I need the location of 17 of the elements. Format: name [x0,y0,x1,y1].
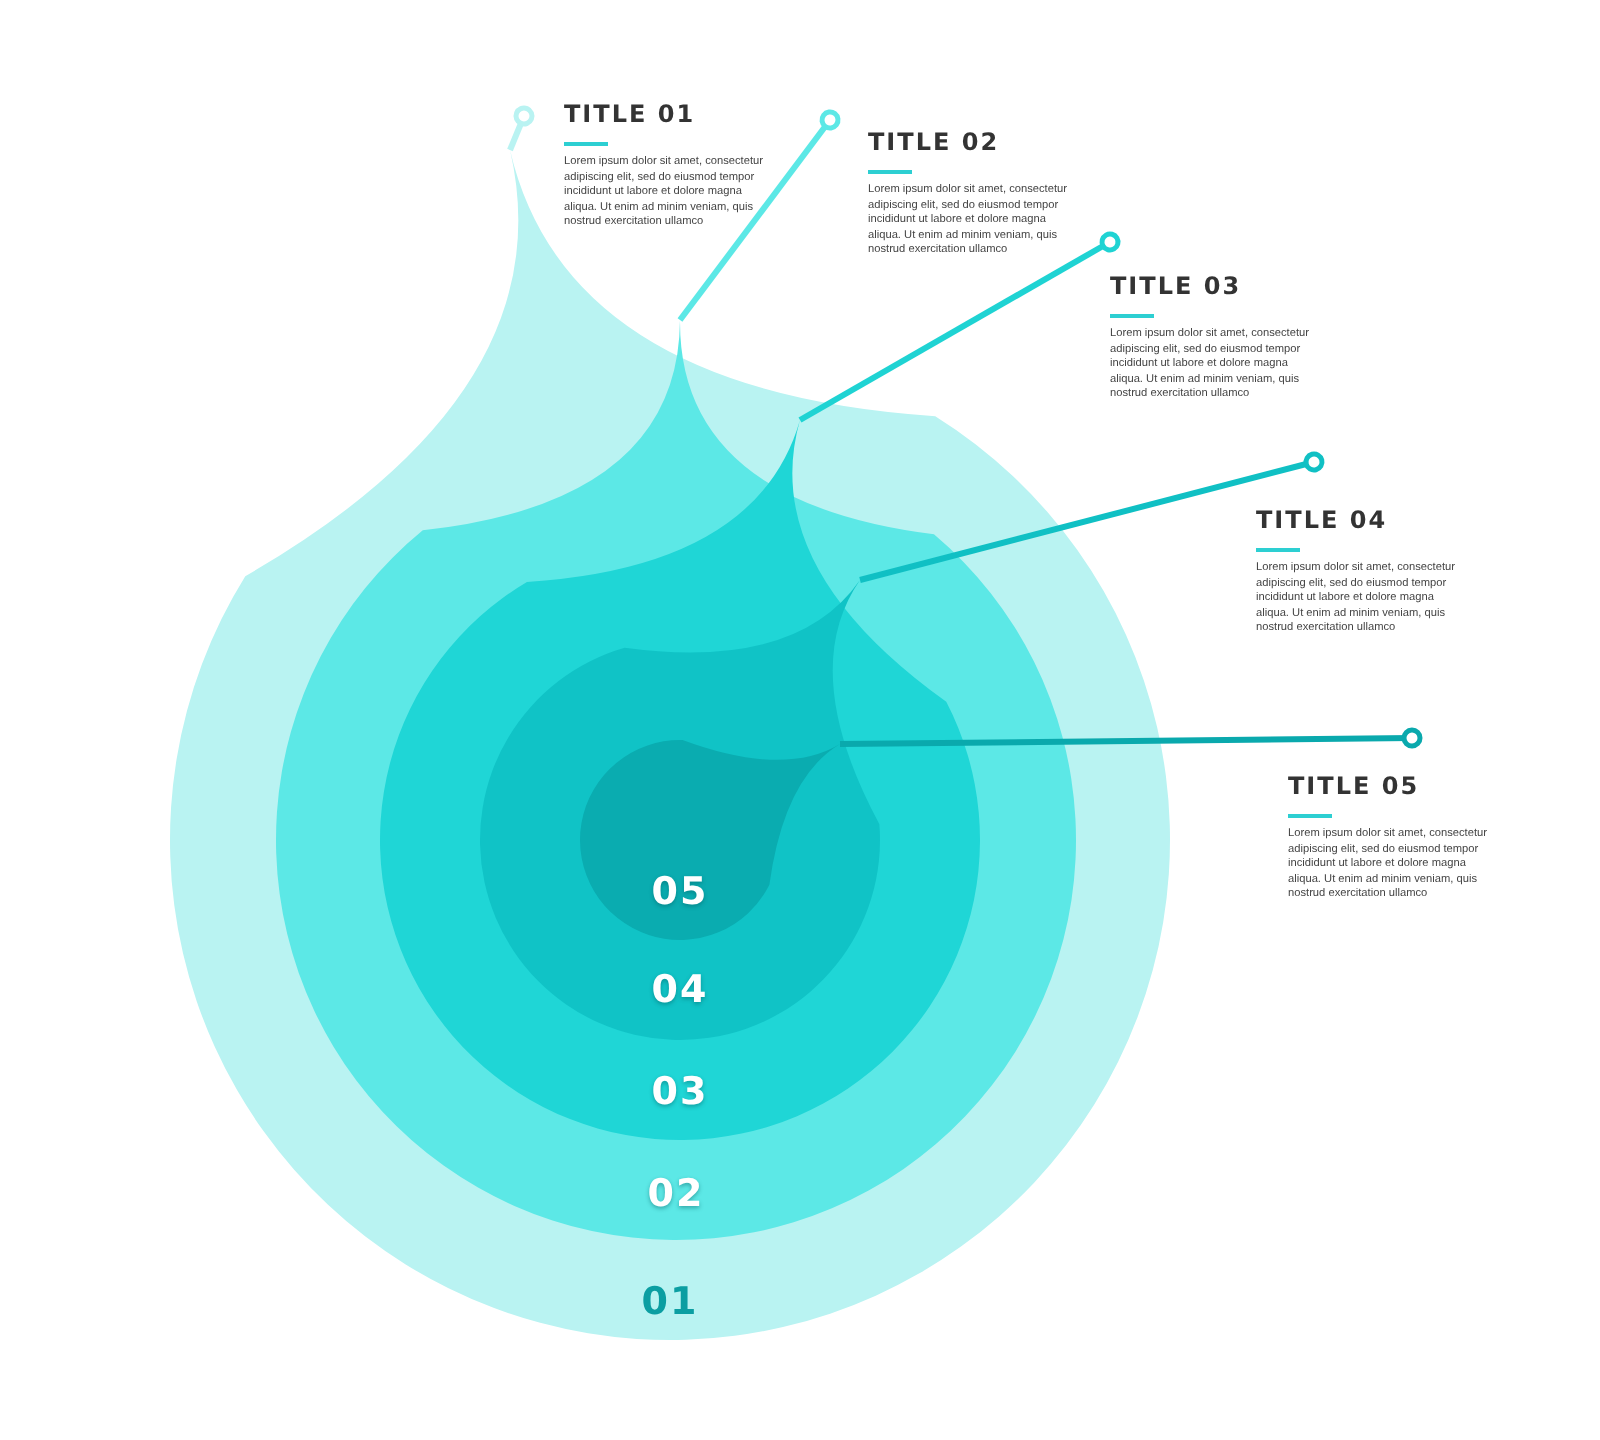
drop-shape [480,580,880,1040]
step-number: 02 [647,1172,705,1216]
title-heading: TITLE 03 [1110,272,1242,300]
step-number: 04 [651,968,709,1012]
leader-line [677,109,841,322]
step-number: 05 [651,870,709,914]
title-heading: TITLE 05 [1288,772,1420,800]
title-heading: TITLE 02 [868,128,1000,156]
drop-shape [380,420,980,1140]
step-number: 01 [641,1280,699,1324]
leader-line [859,451,1325,583]
title-heading: TITLE 01 [564,100,696,128]
leader-line [839,727,1423,749]
drop-shape [580,740,840,940]
title-heading: TITLE 04 [1256,506,1388,534]
leader-line [507,105,535,152]
step-number: 03 [651,1070,709,1114]
